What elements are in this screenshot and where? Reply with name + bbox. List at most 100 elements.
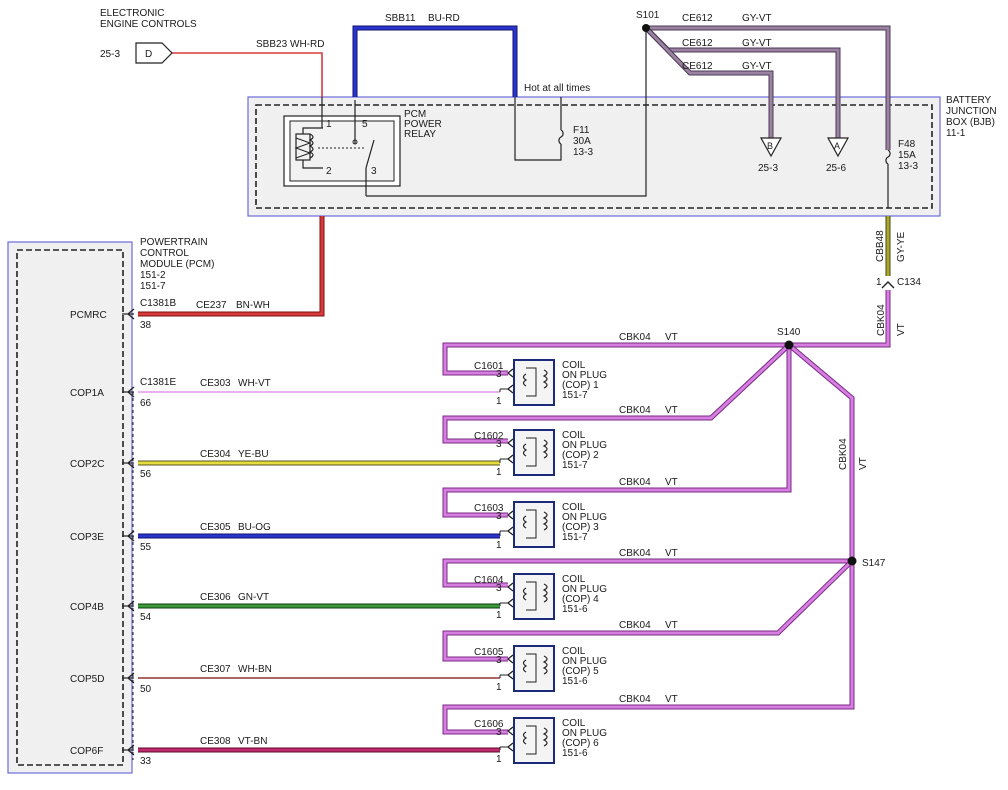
eec-name-l1: ELECTRONIC [100, 8, 164, 19]
cbk04-s140-s147-core [788, 343, 854, 561]
coil-primary-icon [522, 443, 528, 457]
pcm-pin-number: 54 [140, 612, 152, 623]
relay-switch-arm [365, 139, 375, 169]
coil-pin-connector-icon [506, 654, 514, 664]
wire-ce612-1-core [646, 26, 890, 150]
c134-label: C134 [897, 277, 921, 288]
sbb11-color: BU-RD [428, 13, 460, 24]
coil-pin-a: 3 [496, 511, 502, 522]
coil-connector: C1604 [474, 575, 504, 586]
fuse-f48: F48 15A 13-3 [885, 139, 918, 172]
coil-pin-connector-icon [506, 438, 514, 448]
coil-pin-b: 1 [496, 754, 502, 765]
relay-name-l1: PCM [404, 109, 426, 120]
wire-ce612-group: S101 CE612 GY-VT CE612 GY-VT CE612 GY-VT [636, 10, 891, 150]
coil-core-icon [526, 437, 537, 467]
splice-s140-icon [784, 340, 794, 350]
sbb11-circuit: SBB11 [385, 13, 416, 24]
coil-connector: C1605 [474, 647, 504, 658]
ce612-3-color: GY-VT [742, 61, 772, 72]
coil-pin-connector-icon [506, 384, 514, 394]
coil-core-icon [526, 581, 537, 611]
feed-color: VT [665, 477, 678, 488]
coil-name-l3: (COP) 5 [562, 666, 599, 677]
ce612-1-color: GY-VT [742, 13, 772, 24]
coil-pin-connector-icon [506, 526, 514, 536]
off-page-a-ref: 25-6 [826, 163, 846, 174]
coil-pin-connector-icon [506, 368, 514, 378]
coil-name-l1: COIL [562, 574, 586, 585]
bjb-ref: 11-1 [946, 128, 966, 139]
coil-pin-connector-icon [506, 582, 514, 592]
coil-pin-b: 1 [496, 396, 502, 407]
feed-circuit: CBK04 [619, 620, 651, 631]
signal-color: BU-OG [238, 522, 271, 533]
coil-name-l1: COIL [562, 502, 586, 513]
pcm-pin-name: COP4B [70, 602, 104, 613]
coil-winding-icon [542, 439, 548, 459]
coil-pin-a: 3 [496, 727, 502, 738]
signal-circuit: CE308 [200, 736, 231, 747]
coil-ref: 151-6 [562, 676, 588, 687]
connector-d-letter: D [145, 49, 152, 60]
coil-body-icon [513, 573, 555, 620]
cbk04-mid-circuit: CBK04 [838, 438, 849, 470]
coil-winding-icon [542, 583, 548, 603]
feed-circuit: CBK04 [619, 405, 651, 416]
off-page-a-icon [826, 137, 850, 158]
cbk04-top-circuit: CBK04 [619, 332, 651, 343]
signal-color: VT-BN [238, 736, 267, 747]
coil-pin-connector-icon [506, 670, 514, 680]
pcm-power-relay: 1 2 3 5 PCM POWER RELAY [283, 97, 647, 197]
f11-name: F11 [573, 125, 590, 136]
pcm-pin-name: COP3E [70, 532, 104, 543]
ce612-2-color: GY-VT [742, 38, 772, 49]
coil-name-l3: (COP) 3 [562, 522, 599, 533]
coil-winding-icon [542, 369, 548, 389]
coil-pin-b: 1 [496, 467, 502, 478]
ce237-circuit: CE237 [196, 300, 227, 311]
feed-color: VT [665, 548, 678, 559]
f48-rating: 15A [898, 150, 916, 161]
relay-name-l2: POWER [404, 119, 442, 130]
pcm-pin-number: 38 [140, 320, 152, 331]
relay-coil-zigzag [294, 137, 312, 159]
coil-name-l1: COIL [562, 430, 586, 441]
coil-core-icon [526, 725, 537, 755]
hot-at-all-times: Hot at all times [524, 83, 590, 94]
eec-ref: 25-3 [100, 49, 120, 60]
signal-circuit: CE306 [200, 592, 231, 603]
relay-to-s101-lead [366, 97, 647, 197]
bjb-name-l1: BATTERY [946, 95, 992, 106]
coil-pin-connector-icon [506, 598, 514, 608]
coil-name-l2: ON PLUG [562, 512, 607, 523]
coil-pin-connector-icon [506, 742, 514, 752]
cbk04-right-color: VT [896, 323, 907, 336]
coil-core-icon [526, 509, 537, 539]
pcm-pin-name: COP6F [70, 746, 103, 757]
f11-rating: 30A [573, 136, 591, 147]
bjb-name-l2: JUNCTION [946, 106, 997, 117]
feed-color: VT [665, 405, 678, 416]
wire-cbb48: CBB48 GY-YE 1 C134 [875, 164, 921, 289]
cbb48-circuit: CBB48 [875, 230, 886, 262]
cbk04-branch-2-core [443, 343, 791, 443]
coil-ref: 151-6 [562, 604, 588, 615]
wire-sbb11: SBB11 BU-RD [352, 13, 518, 97]
coil-name-l3: (COP) 4 [562, 594, 599, 605]
off-page-b-letter: B [767, 141, 773, 151]
feed-color: VT [665, 694, 678, 705]
fuse-f11-icon [558, 129, 564, 145]
relay-coil-leads [302, 127, 323, 169]
coil-connector: C1603 [474, 503, 504, 514]
wire-sbb11-edge [352, 25, 518, 97]
pcm-pin-number: 55 [140, 542, 152, 553]
coil-primary-icon [522, 587, 528, 601]
coil-name-l1: COIL [562, 646, 586, 657]
coil-connector: C1601 [474, 361, 504, 372]
f48-name: F48 [898, 139, 916, 150]
signal-circuit: CE305 [200, 522, 231, 533]
